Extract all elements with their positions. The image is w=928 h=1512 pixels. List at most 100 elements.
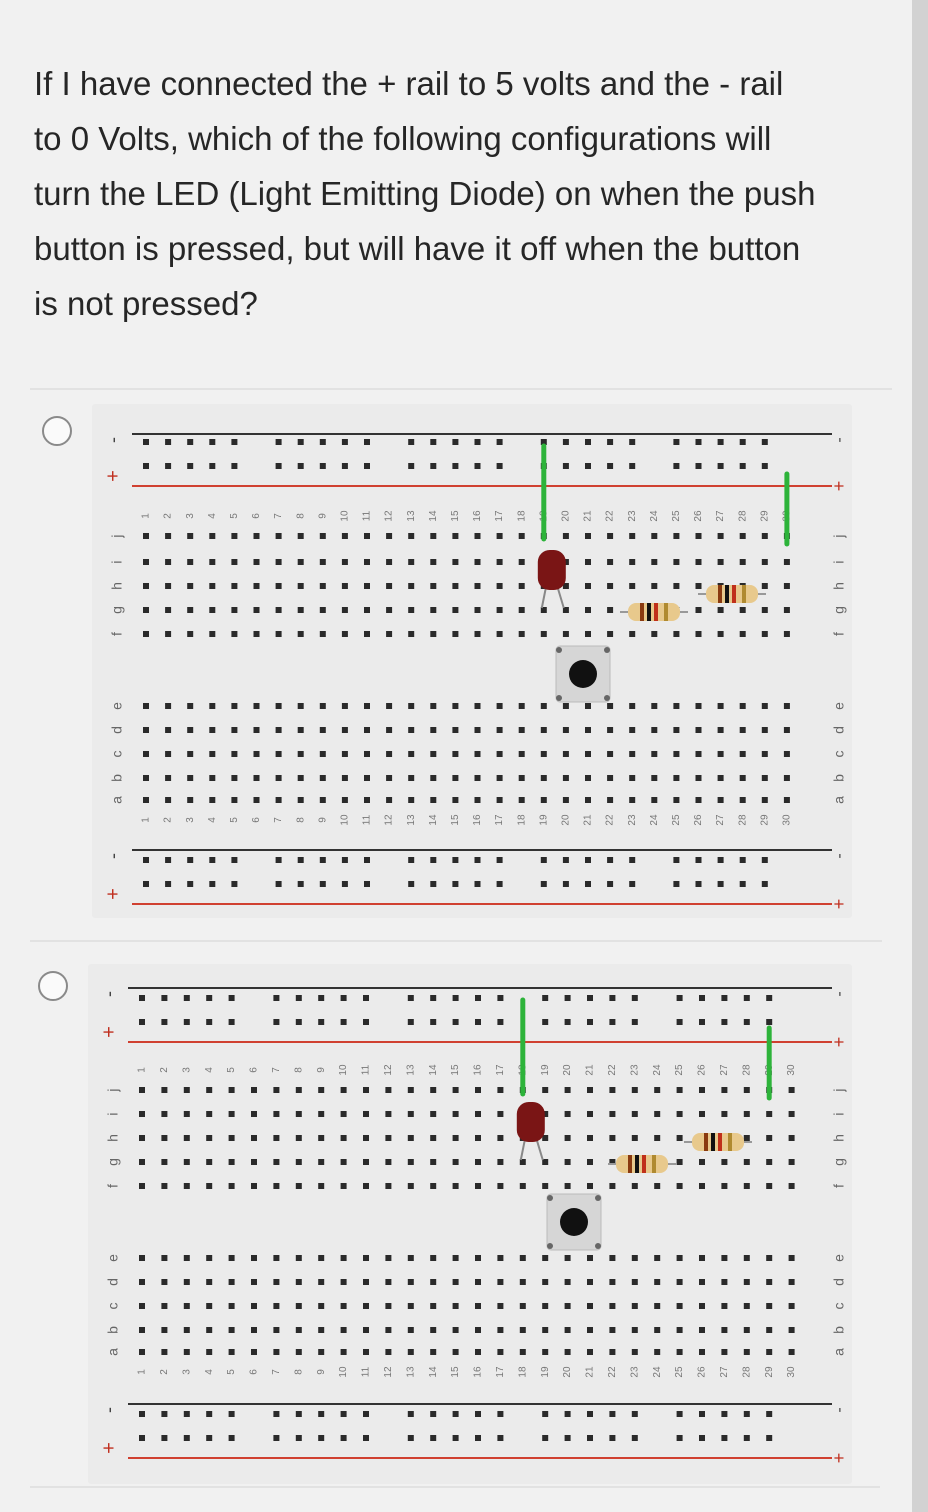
terminal-hole — [766, 1183, 773, 1189]
row-label: b — [105, 1326, 121, 1334]
column-label: 11 — [361, 1064, 372, 1075]
rail-hole — [297, 881, 304, 887]
terminal-hole — [475, 1255, 481, 1261]
rail-hole — [430, 463, 437, 469]
terminal-hole — [631, 1303, 638, 1309]
terminal-hole — [766, 1111, 773, 1117]
terminal-hole — [721, 1111, 728, 1117]
rail-hole — [629, 439, 636, 445]
rail-hole — [540, 881, 547, 887]
rail-hole — [363, 995, 369, 1001]
terminal-hole — [318, 1183, 325, 1189]
terminal-hole — [430, 533, 437, 539]
rail-hole — [739, 463, 746, 469]
terminal-hole — [364, 775, 370, 781]
terminal-hole — [228, 1349, 235, 1355]
terminal-hole — [340, 1255, 347, 1261]
terminal-hole — [231, 751, 238, 757]
terminal-hole — [743, 1255, 750, 1261]
terminal-hole — [629, 727, 636, 733]
terminal-hole — [496, 607, 503, 613]
terminal-hole — [408, 631, 415, 637]
terminal-hole — [183, 1111, 190, 1117]
terminal-hole — [430, 631, 437, 637]
terminal-hole — [340, 1159, 347, 1165]
rail-hole — [319, 439, 326, 445]
terminal-hole — [295, 1111, 302, 1117]
terminal-hole — [295, 1255, 302, 1261]
rail-hole — [631, 1411, 638, 1417]
column-label: 7 — [273, 513, 284, 519]
terminal-hole — [143, 559, 149, 565]
terminal-hole — [518, 703, 525, 709]
terminal-hole — [407, 1183, 414, 1189]
row-label: h — [831, 582, 847, 590]
rail-label-plus: + — [98, 1442, 120, 1454]
terminal-hole — [629, 751, 636, 757]
column-label: 5 — [229, 513, 240, 519]
rail-hole — [564, 1019, 571, 1025]
rail-hole — [766, 995, 773, 1001]
terminal-hole — [430, 1135, 437, 1141]
terminal-hole — [783, 797, 790, 803]
terminal-hole — [161, 1255, 168, 1261]
rail-hole — [295, 995, 302, 1001]
rail-hole — [496, 439, 503, 445]
rail-hole — [721, 1435, 728, 1441]
terminal-hole — [430, 583, 437, 589]
rail-hole — [139, 1019, 145, 1025]
row-label: h — [105, 1134, 121, 1142]
terminal-hole — [251, 1135, 257, 1141]
column-label: 17 — [495, 1366, 506, 1378]
row-label: b — [109, 774, 125, 782]
terminal-hole — [783, 775, 790, 781]
scrollbar-track[interactable] — [912, 0, 928, 1512]
terminal-hole — [788, 1327, 795, 1333]
terminal-hole — [139, 1087, 145, 1093]
terminal-hole — [587, 1183, 593, 1189]
rail-hole — [183, 1019, 190, 1025]
terminal-hole — [273, 1183, 280, 1189]
terminal-hole — [407, 1279, 414, 1285]
column-label: 19 — [538, 814, 549, 826]
option-1-radio[interactable] — [42, 416, 72, 446]
terminal-hole — [607, 797, 614, 803]
terminal-hole — [562, 583, 569, 589]
terminal-hole — [139, 1349, 145, 1355]
rail-label-plus: + — [829, 481, 849, 492]
terminal-hole — [761, 751, 768, 757]
terminal-hole — [607, 559, 614, 565]
terminal-hole — [497, 1349, 504, 1355]
rail-hole — [761, 463, 768, 469]
rail-hole — [430, 439, 437, 445]
terminal-hole — [651, 631, 658, 637]
terminal-hole — [788, 1349, 795, 1355]
terminal-hole — [231, 583, 238, 589]
rail-hole — [695, 439, 702, 445]
terminal-hole — [542, 1159, 549, 1165]
rail-hole — [206, 1019, 213, 1025]
terminal-hole — [363, 1183, 369, 1189]
rail-hole — [364, 857, 370, 863]
terminal-hole — [385, 1303, 392, 1309]
terminal-hole — [651, 775, 658, 781]
terminal-hole — [341, 797, 348, 803]
terminal-hole — [341, 703, 348, 709]
terminal-hole — [251, 1303, 257, 1309]
rail-hole — [297, 463, 304, 469]
option-2-radio[interactable] — [38, 971, 68, 1001]
resistor-band — [652, 1155, 656, 1173]
terminal-hole — [673, 797, 680, 803]
terminal-hole — [187, 751, 194, 757]
rail-hole — [699, 1411, 705, 1417]
terminal-hole — [562, 727, 569, 733]
terminal-hole — [496, 797, 503, 803]
column-label: 26 — [697, 1064, 708, 1076]
led-lead — [540, 587, 547, 609]
terminal-hole — [631, 1183, 638, 1189]
rail-hole — [699, 1019, 705, 1025]
terminal-hole — [676, 1159, 683, 1165]
terminal-hole — [739, 751, 746, 757]
